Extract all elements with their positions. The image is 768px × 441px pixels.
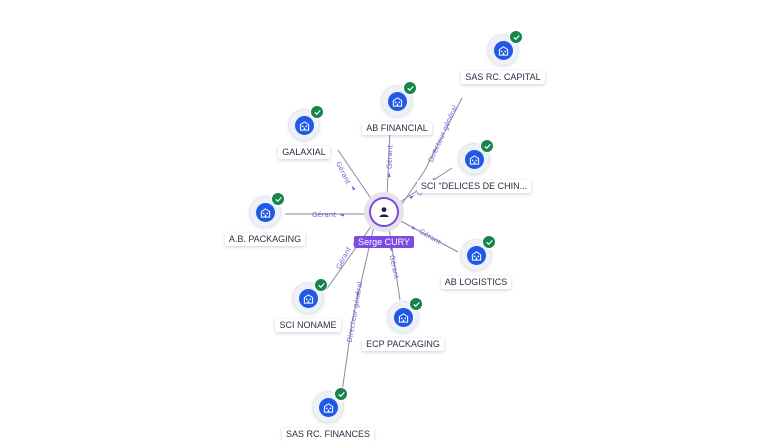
company-node-sci-noname[interactable]: SCI NONAME [248, 278, 368, 332]
company-name[interactable]: SAS RC. CAPITAL [461, 71, 545, 84]
edge-line [398, 219, 459, 253]
edge-arrow [356, 291, 360, 297]
company-name[interactable]: AB LOGISTICS [440, 276, 512, 289]
company-node-sas-rc-capital[interactable]: SAS RC. CAPITAL [443, 30, 563, 84]
verified-check-icon [314, 278, 328, 292]
company-node-circle[interactable] [461, 235, 496, 270]
edge-arrow [389, 246, 393, 252]
company-name[interactable]: SCI "DELICES DE CHIN... [416, 180, 532, 193]
person-icon[interactable] [369, 197, 399, 227]
company-node-circle[interactable] [388, 297, 423, 332]
verified-check-icon [409, 297, 423, 311]
edge-label: Gérant [334, 160, 352, 185]
company-node-ab-packaging[interactable]: A.B. PACKAGING [205, 192, 325, 246]
verified-check-icon [271, 192, 285, 206]
company-name[interactable]: ECP PACKAGING [362, 338, 444, 351]
edge-label: Gérant [335, 245, 353, 270]
company-node-ecp-packaging[interactable]: ECP PACKAGING [343, 297, 463, 351]
verified-check-icon [310, 105, 324, 119]
person-node[interactable]: Serge CURY [324, 192, 444, 248]
edge-label: Gérant [386, 145, 395, 170]
edge-label: Gérant [388, 254, 401, 279]
verified-check-icon [334, 387, 348, 401]
company-name[interactable]: AB FINANCIAL [362, 122, 432, 135]
company-node-circle[interactable] [289, 105, 324, 140]
verified-check-icon [509, 30, 523, 44]
person-halo [364, 192, 404, 232]
edge-line [341, 225, 375, 393]
edge-line [337, 149, 373, 201]
building-icon [464, 149, 484, 169]
company-node-sci-delices-de-chine[interactable]: SCI "DELICES DE CHIN... [414, 139, 534, 193]
person-name[interactable]: Serge CURY [354, 236, 414, 248]
company-node-circle[interactable] [382, 81, 417, 116]
company-node-circle[interactable] [459, 139, 494, 174]
edge-arrow [351, 185, 356, 191]
edge-ab-packaging: Gérant [285, 211, 368, 219]
company-node-circle[interactable] [488, 30, 523, 65]
edge-line [325, 224, 373, 291]
company-node-circle[interactable] [313, 387, 348, 422]
building-icon [466, 245, 486, 265]
verified-check-icon [482, 235, 496, 249]
company-name[interactable]: SAS RC. FINANCES [281, 428, 374, 441]
building-icon [298, 288, 318, 308]
edge-line [397, 97, 463, 211]
edge-arrow [387, 172, 391, 178]
company-node-circle[interactable] [293, 278, 328, 313]
edge-arrow [339, 213, 345, 217]
edge-arrow [411, 226, 417, 230]
edge-line [386, 129, 391, 197]
building-icon [393, 307, 413, 327]
building-icon [255, 202, 275, 222]
company-name[interactable]: A.B. PACKAGING [224, 233, 306, 246]
building-icon [493, 40, 513, 60]
company-node-sas-rc-finances[interactable]: SAS RC. FINANCES [268, 387, 388, 441]
company-name[interactable]: SCI NONAME [275, 319, 341, 332]
company-node-circle[interactable] [250, 192, 285, 227]
company-node-galaxial[interactable]: GALAXIAL [244, 105, 364, 159]
edge-label: Gérant [312, 211, 336, 219]
edge-arrow [432, 147, 436, 153]
company-node-ab-logistics[interactable]: AB LOGISTICS [416, 235, 536, 289]
verified-check-icon [480, 139, 494, 153]
building-icon [294, 115, 314, 135]
building-icon [387, 91, 407, 111]
company-name[interactable]: GALAXIAL [278, 146, 330, 159]
company-node-ab-financial[interactable]: AB FINANCIAL [337, 81, 457, 135]
building-icon [318, 397, 338, 417]
edge-ab-financial: Gérant [386, 129, 395, 197]
verified-check-icon [403, 81, 417, 95]
edge-arrow [409, 195, 415, 200]
